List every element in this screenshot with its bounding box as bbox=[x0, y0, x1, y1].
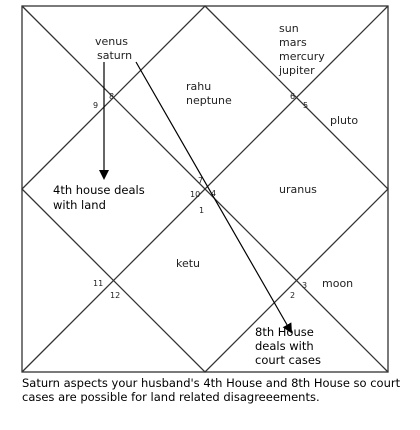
caption-text: Saturn aspects your husband's 4th House … bbox=[22, 376, 401, 404]
inner-diamond bbox=[21, 5, 389, 373]
house-number: 11 bbox=[93, 279, 103, 288]
aspect-arrow-8th-house bbox=[135, 61, 292, 334]
planet-label: pluto bbox=[330, 114, 358, 127]
planet-label: neptune bbox=[186, 94, 232, 107]
planet-label: uranus bbox=[279, 183, 317, 196]
house4-annotation: 4th house deals with land bbox=[53, 183, 145, 212]
house-number: 9 bbox=[93, 101, 98, 110]
house4-note-line: 4th house deals bbox=[53, 183, 145, 197]
house4-note-line: with land bbox=[53, 198, 106, 212]
house-number: 10 bbox=[190, 190, 200, 199]
planet-label: mercury bbox=[279, 50, 325, 63]
planet-label: jupiter bbox=[278, 64, 315, 77]
house-number: 2 bbox=[290, 291, 295, 300]
planet-label: venus bbox=[95, 35, 128, 48]
planet-label: saturn bbox=[97, 49, 132, 62]
house-number: 1 bbox=[199, 206, 204, 215]
chart-grid bbox=[21, 5, 389, 373]
house-number: 8 bbox=[109, 92, 114, 101]
house8-annotation: 8th House deals with court cases bbox=[255, 325, 321, 367]
house-number: 12 bbox=[110, 291, 120, 300]
planet-label: moon bbox=[322, 277, 353, 290]
planets: venus saturn rahu neptune sun mars mercu… bbox=[95, 22, 358, 290]
planet-label: rahu bbox=[186, 80, 211, 93]
planet-label: ketu bbox=[176, 257, 200, 270]
diagonal-anti bbox=[21, 5, 389, 373]
house-number: 5 bbox=[303, 101, 308, 110]
house-number: 3 bbox=[302, 281, 307, 290]
planet-label: mars bbox=[279, 36, 307, 49]
house8-note-line: court cases bbox=[255, 353, 321, 367]
house-number: 7 bbox=[198, 176, 203, 185]
planet-label: sun bbox=[279, 22, 299, 35]
house8-note-line: 8th House bbox=[255, 325, 314, 339]
house-number: 4 bbox=[211, 189, 216, 198]
house8-note-line: deals with bbox=[255, 339, 314, 353]
house-number: 6 bbox=[290, 92, 295, 101]
house-numbers: 8 9 6 5 7 10 4 1 11 12 3 2 bbox=[93, 92, 308, 300]
